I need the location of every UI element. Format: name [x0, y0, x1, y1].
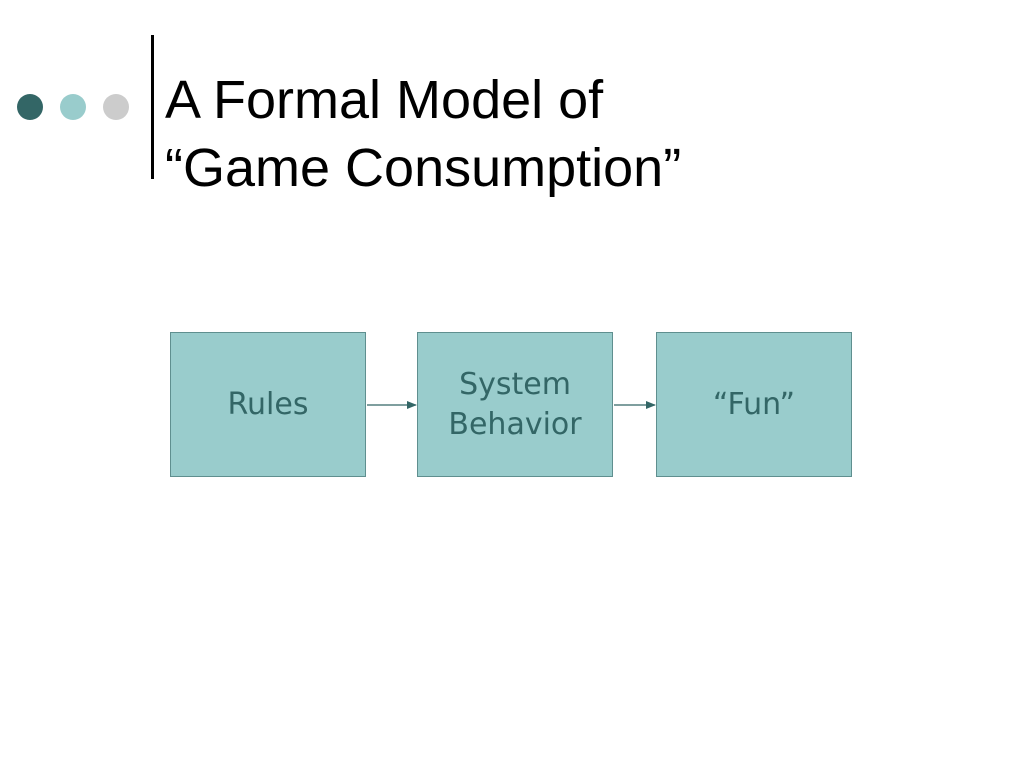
slide-title: A Formal Model of “Game Consumption” — [165, 66, 865, 202]
title-divider — [151, 35, 154, 179]
node-system-behavior-label: System Behavior — [448, 366, 582, 442]
node-rules: Rules — [170, 332, 366, 477]
slide-title-line-1: A Formal Model of — [165, 70, 604, 130]
node-fun-label: “Fun” — [712, 386, 796, 422]
node-system-behavior: System Behavior — [417, 332, 613, 477]
dot-dark-icon — [17, 94, 43, 120]
dot-light-icon — [60, 94, 86, 120]
node-fun: “Fun” — [656, 332, 852, 477]
dot-grey-icon — [103, 94, 129, 120]
node-rules-label: Rules — [227, 386, 309, 422]
slide-title-line-2: “Game Consumption” — [165, 138, 682, 198]
